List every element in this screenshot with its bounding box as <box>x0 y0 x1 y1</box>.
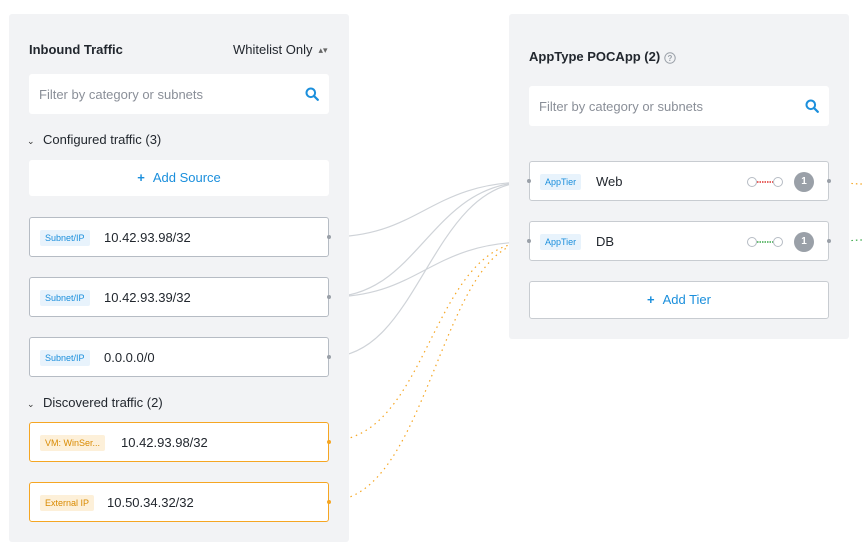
source-type-tag: External IP <box>40 495 95 511</box>
link-toggle-icon[interactable] <box>746 236 786 248</box>
add-source-label: Add Source <box>152 170 221 185</box>
source-type-tag: Subnet/IP <box>40 350 90 366</box>
discovered-traffic-toggle[interactable]: ⌄ Discovered traffic (2) <box>27 395 163 410</box>
source-value: 10.42.93.98/32 <box>104 230 191 245</box>
wire-disc1-db <box>328 241 530 442</box>
connector-port[interactable] <box>527 179 531 183</box>
configured-traffic-toggle[interactable]: ⌄ Configured traffic (3) <box>27 132 161 147</box>
apptype-search-input[interactable] <box>539 86 789 126</box>
connector-port[interactable] <box>327 355 331 359</box>
source-type-tag: VM: WinSer... <box>40 435 106 451</box>
source-value: 10.42.93.39/32 <box>104 290 191 305</box>
apptype-filter <box>529 86 829 126</box>
add-source-button[interactable]: + Add Source <box>29 160 329 196</box>
wire-src1-web <box>328 181 530 238</box>
link-toggle-icon[interactable] <box>746 176 786 188</box>
wire-src2-db <box>328 241 530 298</box>
source-value: 0.0.0.0/0 <box>104 350 155 365</box>
add-tier-label: Add Tier <box>662 292 711 307</box>
add-tier-button[interactable]: + Add Tier <box>529 281 829 319</box>
discovered-source-item[interactable]: External IP 10.50.34.32/32 <box>29 482 331 522</box>
app-tier-item[interactable]: AppTier DB 1 <box>527 221 831 261</box>
apptype-panel: AppType POCApp (2) ? AppTier Web 1 AppTi… <box>509 14 849 339</box>
tier-name: Web <box>596 174 623 189</box>
plus-icon: + <box>137 170 145 185</box>
inbound-filter <box>29 74 329 114</box>
search-icon[interactable] <box>805 99 819 113</box>
count-badge: 1 <box>794 232 814 252</box>
apptype-title: AppType POCApp (2) ? <box>529 49 676 64</box>
apptype-title-text: AppType POCApp (2) <box>529 49 661 64</box>
connector-port[interactable] <box>327 500 331 504</box>
wire-src2-web <box>328 181 530 298</box>
svg-text:?: ? <box>668 54 673 63</box>
updown-arrows-icon: ▴▾ <box>318 45 328 55</box>
source-type-tag: Subnet/IP <box>40 290 90 306</box>
connector-port[interactable] <box>327 235 331 239</box>
help-circle-icon[interactable]: ? <box>664 51 676 64</box>
tier-name: DB <box>596 234 615 249</box>
source-value: 10.42.93.98/32 <box>121 435 208 450</box>
connector-port[interactable] <box>827 179 831 183</box>
source-type-tag: Subnet/IP <box>40 230 90 246</box>
discovered-traffic-heading: Discovered traffic (2) <box>43 395 163 410</box>
plus-icon: + <box>646 292 655 307</box>
mode-select-value: Whitelist Only <box>233 42 313 57</box>
configured-source-item[interactable]: Subnet/IP 0.0.0.0/0 <box>29 337 331 377</box>
connector-port[interactable] <box>327 440 331 444</box>
tier-type-tag: AppTier <box>540 234 582 250</box>
chevron-down-icon: ⌄ <box>27 136 35 146</box>
wire-src3-web <box>328 181 530 358</box>
connector-port[interactable] <box>527 239 531 243</box>
configured-source-item[interactable]: Subnet/IP 10.42.93.39/32 <box>29 277 331 317</box>
app-tier-item[interactable]: AppTier Web 1 <box>527 161 831 201</box>
inbound-title: Inbound Traffic <box>29 42 123 57</box>
configured-source-item[interactable]: Subnet/IP 10.42.93.98/32 <box>29 217 331 257</box>
tier-type-tag: AppTier <box>540 174 582 190</box>
search-icon[interactable] <box>305 87 319 101</box>
connector-port[interactable] <box>827 239 831 243</box>
connector-port[interactable] <box>327 295 331 299</box>
count-badge: 1 <box>794 172 814 192</box>
wire-disc2-db <box>328 241 530 502</box>
chevron-down-icon: ⌄ <box>27 399 35 409</box>
mode-select[interactable]: Whitelist Only ▴▾ <box>233 42 328 57</box>
discovered-source-item[interactable]: VM: WinSer... 10.42.93.98/32 <box>29 422 331 462</box>
source-value: 10.50.34.32/32 <box>107 495 194 510</box>
configured-traffic-heading: Configured traffic (3) <box>43 132 162 147</box>
inbound-panel: Inbound Traffic Whitelist Only ▴▾ ⌄ Config… <box>9 14 349 542</box>
inbound-search-input[interactable] <box>39 74 289 114</box>
